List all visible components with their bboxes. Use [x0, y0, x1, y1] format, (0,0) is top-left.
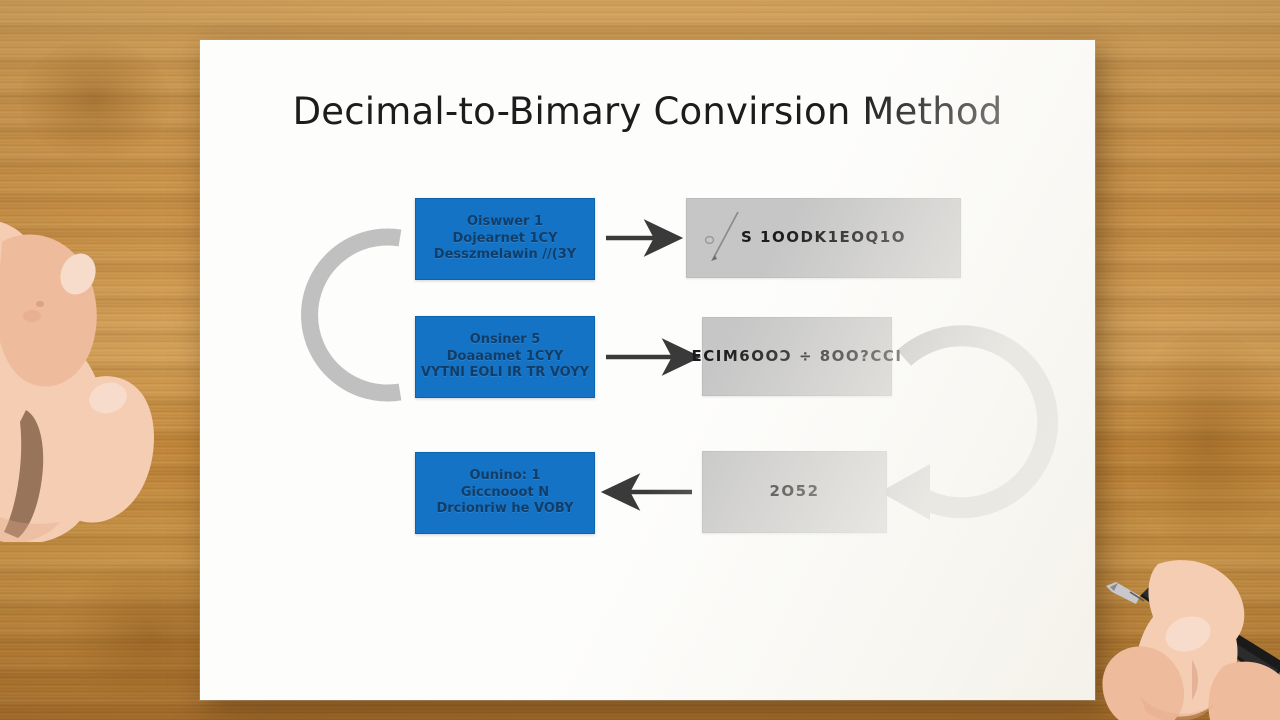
connector-layer [301, 219, 1059, 520]
node-line: Ounino: 1 [469, 468, 541, 484]
node-line: Drcionriw he VOBY [436, 501, 574, 517]
node-line: Desszmelawin //(3Y [433, 247, 577, 263]
node-line: Dojearnet 1CY [452, 230, 558, 246]
wood-grain-knot [20, 40, 170, 160]
node-line: S 1OODK1EOQ1O [741, 228, 906, 247]
node-line: Onsiner 5 [469, 332, 541, 348]
node-line: VYTNI EOLI IR TR VOYY [420, 365, 590, 381]
flowchart-node-step-1[interactable]: Oiswwer 1 Dojearnet 1CY Desszmelawin //(… [415, 198, 595, 280]
flowchart-node-result-2[interactable]: ECIM6OOƆ ÷ 8OO?CCI [692, 317, 901, 396]
flowchart-node-step-2[interactable]: Onsiner 5 Doaaamet 1CYY VYTNI EOLI IR TR… [415, 316, 595, 398]
loop-arc-left [301, 228, 402, 402]
flowchart-diagram: Oiswwer 1 Dojearnet 1CY Desszmelawin //(… [200, 40, 1095, 700]
wood-grain-knot [1128, 330, 1280, 550]
flowchart-node-result-1[interactable]: S 1OODK1EOQ1O [686, 198, 961, 278]
paper-sheet: Decimal-to-Bimary Convirsion Method [200, 40, 1095, 700]
flowchart-node-step-3[interactable]: Ounino: 1 Giccnooot N Drcionriw he VOBY [415, 452, 595, 534]
node-line: ECIM6OOƆ ÷ 8OO?CCI [691, 346, 903, 365]
flowchart-node-result-3[interactable]: 2O52 [702, 451, 887, 533]
node-line: Doaaamet 1CYY [446, 348, 564, 364]
node-line: Giccnooot N [460, 484, 550, 500]
node-line: Oiswwer 1 [466, 214, 544, 230]
loop-arrow-right [880, 325, 1059, 520]
node-line: 2O52 [769, 482, 820, 501]
